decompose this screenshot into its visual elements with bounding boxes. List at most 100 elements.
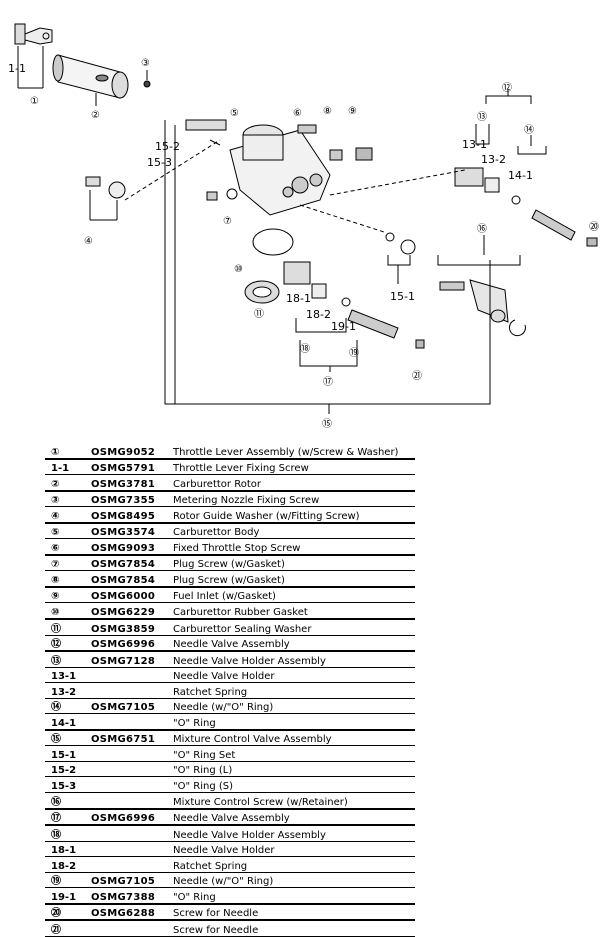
callout-20: ⑳ (589, 221, 599, 233)
part-description: Rotor Guide Washer (w/Fitting Screw) (173, 510, 360, 522)
callout-17: ⑰ (323, 376, 333, 388)
parts-row: ⑬ OSMG7128 Needle Valve Holder Assembly (45, 651, 415, 668)
part-code: OSMG3574 (91, 527, 156, 539)
part-ref: ⑱ (51, 829, 61, 841)
parts-row: ⑰ OSMG6996 Needle Valve Assembly (45, 809, 415, 826)
parts-row: ⑭ OSMG7105 Needle (w/"O" Ring) (45, 698, 415, 714)
part-code (91, 746, 169, 762)
part-code: OSMG7105 (91, 876, 156, 888)
part-code: OSMG8495 (91, 510, 156, 522)
part-ref: ⑰ (51, 813, 61, 825)
callout-1-1: 1-1 (8, 62, 26, 75)
parts-row: 14-1 "O" Ring (45, 714, 415, 730)
part-description: Needle (w/"O" Ring) (173, 702, 274, 714)
part-ref: 14-1 (51, 717, 77, 729)
part-code: OSMG6751 (91, 734, 156, 746)
part-ref: ⑬ (51, 655, 61, 667)
part-code: OSMG7105 (91, 702, 156, 714)
callout-13-2: 13-2 (481, 153, 506, 166)
part-code: OSMG7854 (91, 559, 156, 571)
callout-15-3: 15-3 (147, 156, 172, 169)
parts-row: 15-1"O" Ring Set (45, 746, 415, 762)
part-description: Screw for Needle (173, 908, 259, 920)
part-code (91, 761, 169, 777)
part-description: Carburettor Rotor (173, 478, 261, 490)
callout-13: ⑬ (477, 111, 487, 123)
part-description: Needle Valve Holder Assembly (173, 829, 326, 841)
part-code: OSMG6996 (91, 813, 156, 825)
part-code: OSMG9093 (91, 542, 156, 554)
part-code: OSMG9052 (91, 446, 156, 458)
part-ref: ⑧ (51, 574, 60, 586)
part-code (91, 920, 169, 936)
part-ref: ⑯ (51, 796, 61, 808)
part-description: Needle Valve Holder (173, 845, 275, 857)
part-ref: ① (51, 446, 60, 458)
part-code: OSMG7854 (91, 574, 156, 586)
part-ref: 15-3 (51, 781, 77, 793)
part-ref: ⑩ (51, 607, 60, 619)
part-code: OSMG6996 (91, 639, 156, 651)
part-ref: 1-1 (51, 463, 70, 475)
callout-19-1: 19-1 (331, 320, 356, 333)
part-description: Screw for Needle (173, 924, 259, 936)
parts-row: ⑮ OSMG6751 Mixture Control Valve Assembly (45, 730, 415, 746)
part-ref: 18-2 (51, 860, 77, 872)
part-description: Mixture Control Valve Assembly (173, 734, 332, 746)
carburettor-rotor-part (52, 54, 129, 99)
part-ref: ⑪ (51, 623, 61, 635)
part-ref: ⑭ (51, 702, 61, 714)
callout-16: ⑯ (477, 223, 487, 235)
callout-11: ⑪ (254, 308, 264, 320)
parts-row: ⑫ OSMG6996 Needle Valve Assembly (45, 635, 415, 652)
callout-19: ⑲ (349, 347, 359, 359)
part-description: Needle Valve Holder Assembly (173, 655, 326, 667)
part-ref: ⑦ (51, 559, 60, 571)
part-description: Needle Valve Assembly (173, 639, 290, 651)
part-ref: 19-1 (51, 891, 77, 903)
callout-7: ⑦ (223, 216, 232, 227)
part-code (91, 857, 169, 873)
part-description: Needle Valve Assembly (173, 813, 290, 825)
part-ref: ⑤ (51, 527, 60, 539)
parts-row: ⑱ Needle Valve Holder Assembly (45, 825, 415, 842)
part-ref: 13-1 (51, 671, 77, 683)
part-description: Plug Screw (w/Gasket) (173, 559, 285, 571)
callout-15: ⑮ (322, 418, 332, 430)
part-description: "O" Ring (L) (173, 765, 233, 777)
part-ref: ⑲ (51, 876, 61, 888)
part-code: OSMG3859 (91, 623, 156, 635)
part-ref: ⑮ (51, 734, 61, 746)
part-ref: 18-1 (51, 845, 77, 857)
part-code: OSMG7128 (91, 655, 156, 667)
part-description: Plug Screw (w/Gasket) (173, 574, 285, 586)
part-description: Mixture Control Screw (w/Retainer) (173, 796, 348, 808)
part-ref: ② (51, 478, 60, 490)
part-ref: ⑳ (51, 908, 61, 920)
part-ref: ⑫ (51, 639, 61, 651)
part-description: Fixed Throttle Stop Screw (173, 542, 301, 554)
callout-15-1: 15-1 (390, 290, 415, 303)
callout-18: ⑱ (300, 343, 310, 355)
parts-row: ⑧ OSMG7854 Plug Screw (w/Gasket) (45, 571, 415, 587)
part-description: Ratchet Spring (173, 860, 248, 872)
part-description: "O" Ring (173, 717, 216, 729)
part-code (91, 841, 169, 857)
part-description: "O" Ring (173, 891, 216, 903)
callout-4: ④ (84, 236, 93, 247)
part-description: Fuel Inlet (w/Gasket) (173, 591, 276, 603)
callout-15-2: 15-2 (155, 140, 180, 153)
callout-18-1: 18-1 (286, 292, 311, 305)
parts-row: 15-3"O" Ring (S) (45, 777, 415, 793)
